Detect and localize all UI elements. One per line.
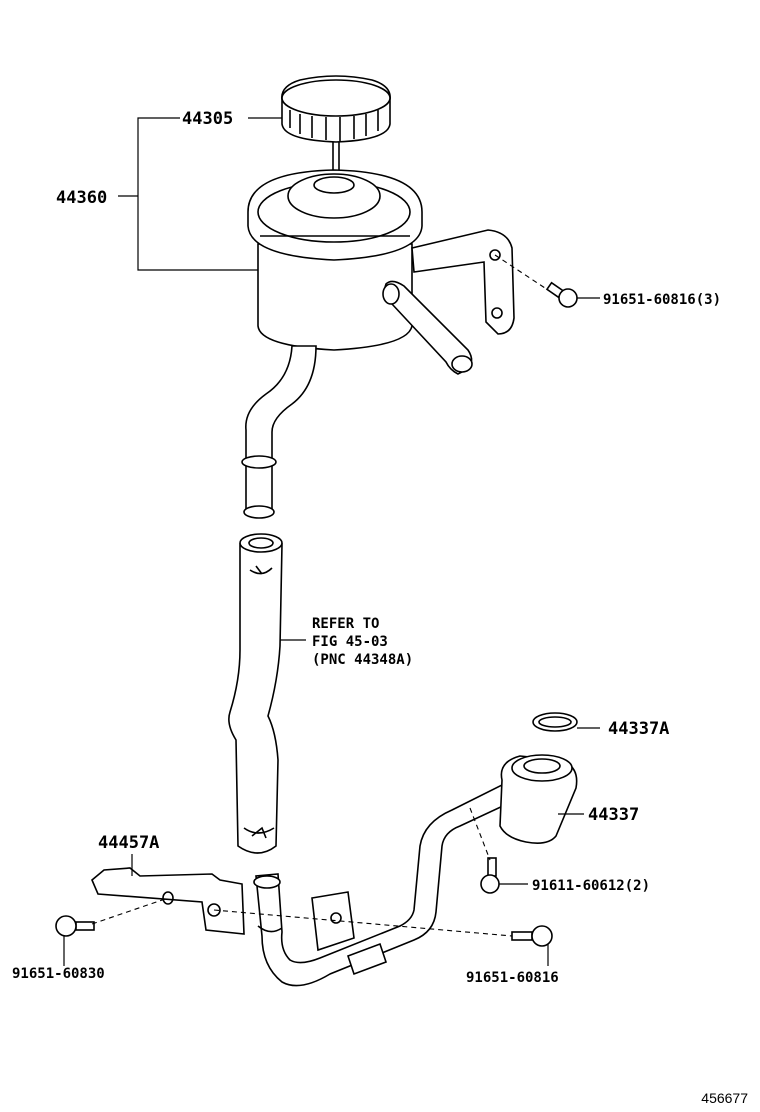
bracket	[91, 867, 245, 935]
reservoir-body	[247, 169, 515, 375]
reservoir-cap	[281, 75, 391, 186]
label-91611-60612-2: 91611-60612(2)	[532, 878, 650, 894]
pipe-assembly	[253, 754, 578, 987]
label-91651-60816: 91651-60816	[466, 970, 559, 986]
bolt-91611-60612	[480, 857, 500, 894]
label-44337A: 44337A	[608, 719, 669, 739]
bolt-91651-60816-3	[545, 281, 578, 308]
suction-hose	[228, 533, 283, 854]
label-44457A: 44457A	[98, 833, 159, 853]
o-ring	[532, 712, 578, 732]
refer-line-1: REFER TO	[312, 616, 379, 632]
bolt-91651-60830	[55, 915, 95, 937]
figure-number: 456677	[701, 1090, 748, 1106]
label-91651-60830: 91651-60830	[12, 966, 105, 982]
refer-line-3: (PNC 44348A)	[312, 652, 413, 668]
outlet-pipe	[241, 345, 317, 519]
label-44360: 44360	[56, 188, 107, 208]
bolt-91651-60816	[511, 925, 553, 947]
label-44305: 44305	[182, 109, 233, 129]
label-91651-60816-3: 91651-60816(3)	[603, 292, 721, 308]
refer-line-2: FIG 45-03	[312, 634, 388, 650]
label-44337: 44337	[588, 805, 639, 825]
